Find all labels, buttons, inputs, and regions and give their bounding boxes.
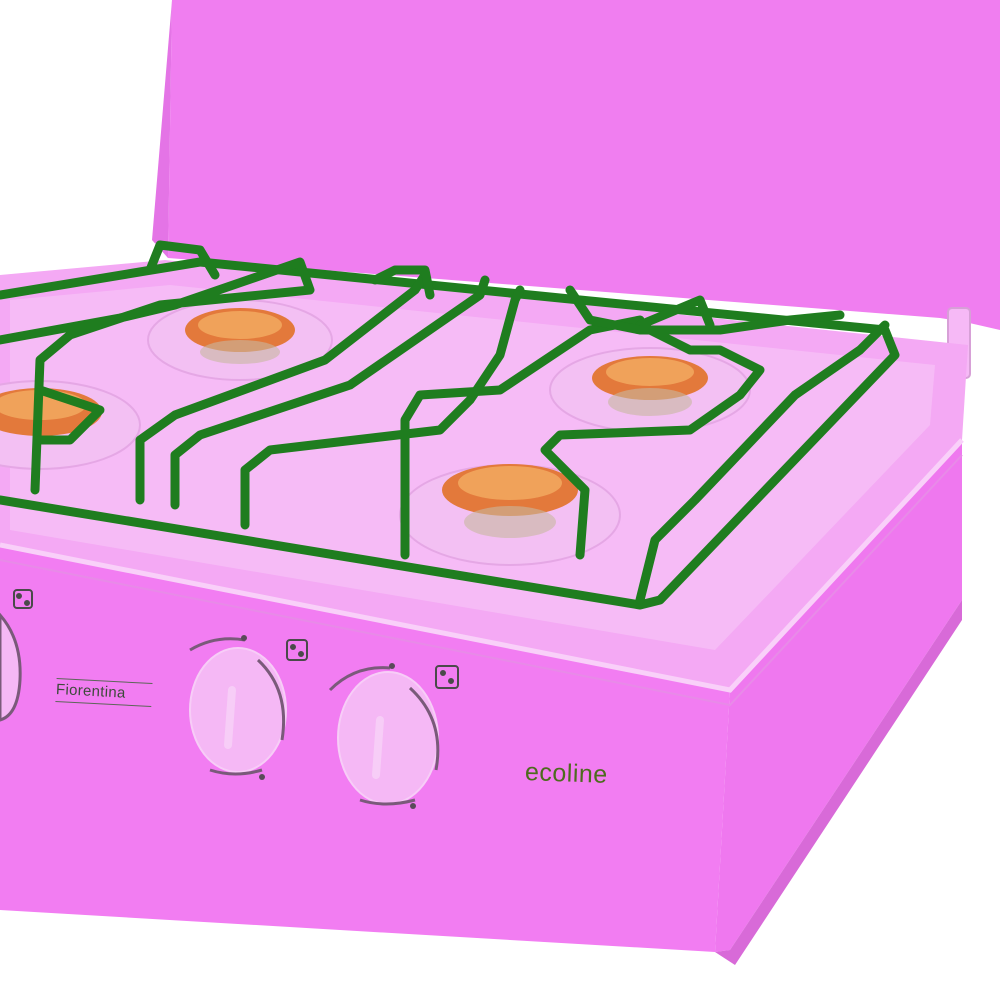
grate-outer-frame bbox=[0, 257, 900, 610]
grate-left-zigzag-2 bbox=[35, 385, 105, 445]
burner-back-right bbox=[549, 347, 751, 433]
grate-back-hook-left bbox=[145, 240, 220, 280]
burner-indicator-icon bbox=[13, 589, 33, 609]
burner-back-left bbox=[147, 299, 333, 381]
hob-front-lip bbox=[0, 438, 964, 693]
grate-back-rail bbox=[565, 285, 845, 335]
burner-indicator-icon bbox=[435, 665, 459, 689]
hob-front-lip-shadow bbox=[0, 454, 963, 707]
control-knob-3[interactable] bbox=[328, 663, 440, 809]
model-label-ecoline: ecoline bbox=[524, 758, 609, 789]
control-knob-2[interactable] bbox=[189, 635, 287, 780]
grate-right-zigzag-2 bbox=[540, 295, 765, 560]
burner-indicator-icon bbox=[286, 639, 308, 661]
grate-left-rail-2 bbox=[170, 275, 490, 510]
stove-lid bbox=[168, 0, 1000, 330]
grate-left-zigzag-1 bbox=[0, 257, 315, 495]
burner-front-right bbox=[399, 464, 621, 566]
brand-logo-fiorentina: Fiorentina bbox=[55, 678, 153, 708]
grate-left-rail-1 bbox=[135, 270, 430, 505]
grate-right-zigzag-1 bbox=[400, 315, 645, 560]
pan-support-grate bbox=[0, 240, 900, 610]
grate-right-zigzag-3 bbox=[635, 320, 890, 605]
grate-left-rail-3 bbox=[240, 285, 525, 530]
grate-back-hook-center bbox=[370, 265, 435, 300]
lid-edge-shadow bbox=[152, 0, 172, 258]
brand-label: Fiorentina bbox=[55, 681, 127, 702]
stove-side-panel bbox=[715, 440, 962, 952]
control-knob-left-edge[interactable] bbox=[0, 612, 22, 722]
